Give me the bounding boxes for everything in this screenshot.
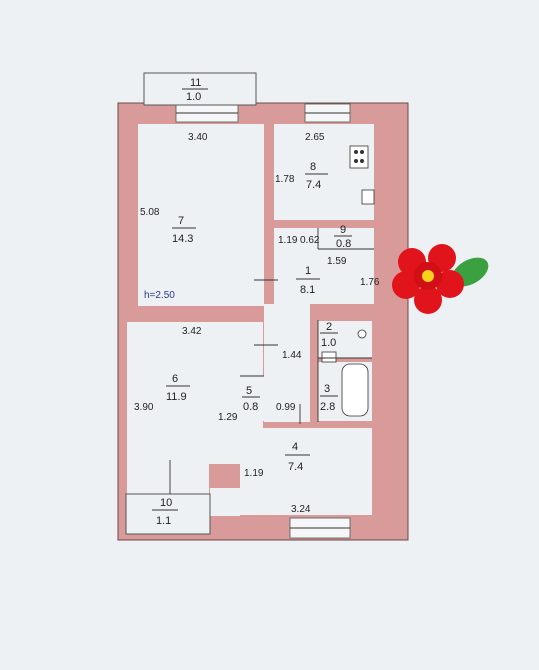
dim-top-left: 3.40 — [188, 132, 208, 143]
room-6-num: 6 — [172, 373, 178, 385]
room-8-area — [274, 124, 374, 220]
dim-062: 0.62 — [300, 235, 320, 246]
room-4-area-label: 7.4 — [288, 461, 303, 473]
room-3-num: 3 — [324, 383, 330, 395]
washbasin-icon — [321, 351, 337, 363]
dim-144: 1.44 — [282, 350, 302, 361]
dim-left-7: 5.08 — [140, 207, 160, 218]
dim-left-4: 1.19 — [244, 468, 264, 479]
room-9-area — [318, 228, 374, 249]
balcony-bottom — [125, 493, 211, 535]
balcony-bottom-area: 1.1 — [156, 515, 171, 527]
room-1-area-label: 8.1 — [300, 284, 315, 296]
dim-119: 1.19 — [278, 235, 298, 246]
room-5-area-label: 0.8 — [243, 401, 258, 413]
bathtub-icon — [341, 363, 369, 417]
balcony-top-num: 11 — [190, 77, 201, 89]
dim-top-right: 2.65 — [305, 132, 325, 143]
dim-bottom-4: 3.24 — [291, 504, 311, 515]
room-5-area — [240, 376, 264, 421]
corridor-area — [264, 304, 310, 422]
partitions — [169, 228, 374, 494]
room-8-num: 8 — [310, 161, 316, 173]
stove-icon — [349, 145, 369, 169]
room-6-area-label: 11.9 — [166, 391, 187, 403]
dim-129: 1.29 — [218, 412, 238, 423]
room-7-num: 7 — [178, 215, 184, 227]
flower-sticker — [392, 244, 489, 314]
room-7-area — [138, 124, 264, 306]
room-5-num: 5 — [246, 385, 252, 397]
room-3-area-label: 2.8 — [320, 401, 335, 413]
room-1-num: 1 — [305, 265, 311, 277]
balcony-top-area: 1.0 — [186, 91, 201, 103]
room-2-area-label: 1.0 — [321, 337, 336, 349]
dim-099: 0.99 — [276, 402, 296, 413]
balcony-bottom-num: 10 — [160, 497, 172, 509]
toilet-icon — [357, 329, 367, 339]
room-9-area-label: 0.8 — [336, 238, 351, 250]
room-2-num: 2 — [326, 321, 332, 333]
dim-mid-6: 3.42 — [182, 326, 202, 337]
room-1-area — [274, 249, 374, 304]
fixtures — [321, 145, 375, 417]
dim-left-6: 3.90 — [134, 402, 154, 413]
windows — [175, 103, 351, 539]
room-6-lower — [127, 464, 209, 494]
room-1-upper — [274, 228, 318, 249]
room-4-area — [240, 428, 372, 515]
sink-icon — [361, 189, 375, 205]
rooms — [127, 124, 374, 516]
dim-right-8: 1.78 — [275, 174, 295, 185]
room-4-num: 4 — [292, 441, 298, 453]
room-7-area-label: 14.3 — [172, 233, 193, 245]
dim-176: 1.76 — [360, 277, 380, 288]
room-9-num: 9 — [340, 224, 346, 236]
dim-height: h=2.50 — [144, 290, 175, 301]
room-8-area-label: 7.4 — [306, 179, 321, 191]
corner-fill — [210, 488, 240, 516]
labels: 11 1.0 3.40 2.65 8 7.4 1.78 5.08 7 14.3 … — [134, 77, 380, 527]
dim-159: 1.59 — [327, 256, 347, 267]
